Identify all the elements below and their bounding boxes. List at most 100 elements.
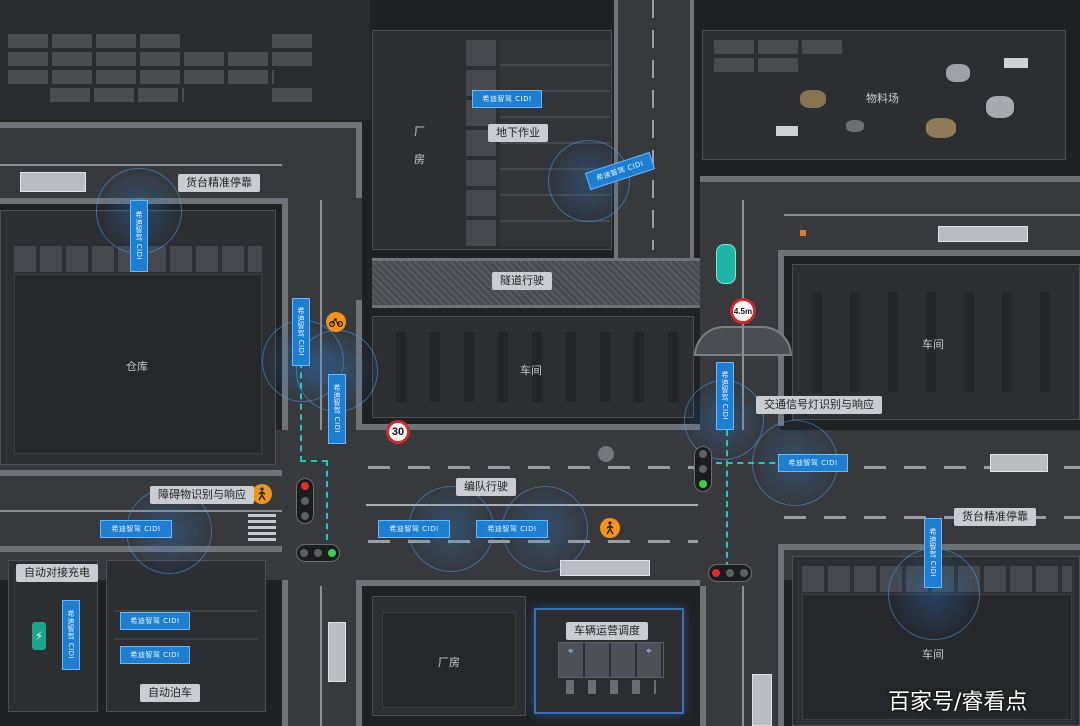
route-dash	[300, 362, 302, 462]
amber-light	[314, 549, 322, 557]
agv-truck: 希迪智驾 CIDI	[120, 612, 190, 630]
yard-vehicle	[776, 126, 798, 136]
material-pile	[986, 96, 1014, 118]
parking-grid	[8, 52, 184, 66]
agv-truck: 希迪智驾 CIDI	[62, 600, 80, 670]
road-curb	[282, 546, 288, 726]
road-vertical-center	[614, 0, 694, 260]
factory-top-label: 厂 房	[414, 125, 425, 166]
traffic-light	[708, 564, 752, 582]
parking-grid	[50, 88, 184, 102]
agv-truck: 希迪智驾 CIDI	[130, 200, 148, 272]
height-limit-sign: 4.5m	[730, 298, 756, 324]
agv-truck: 希迪智驾 CIDI	[472, 90, 542, 108]
conventional-truck	[938, 226, 1028, 242]
parking-grid	[272, 88, 314, 102]
warehouse-interior	[14, 274, 262, 454]
lane-dash	[784, 466, 1080, 469]
agv-truck: 希迪智驾 CIDI	[292, 298, 310, 366]
operator-seats	[566, 680, 656, 694]
road-curb	[690, 0, 694, 260]
lane-line	[320, 586, 322, 726]
material-pile	[946, 64, 970, 82]
lane-line	[0, 164, 282, 166]
workshop-right-label: 车间	[922, 338, 944, 351]
road-curb	[778, 544, 784, 726]
pedestrian-icon	[252, 484, 272, 504]
material-yard-label: 物料场	[866, 92, 899, 105]
dispatch-screens	[558, 642, 664, 678]
green-light	[328, 549, 336, 557]
label-platoon-driving: 编队行驶	[456, 478, 516, 496]
yard-vehicle	[1004, 58, 1028, 68]
lane-dash	[368, 466, 698, 469]
red-light	[699, 450, 707, 459]
route-dash	[326, 460, 328, 540]
lane-line	[742, 586, 744, 726]
agv-truck: 希迪智驾 CIDI	[924, 518, 942, 588]
road-curb	[614, 0, 618, 260]
parking-grid	[714, 40, 844, 54]
charging-area	[8, 560, 98, 712]
traffic-light	[694, 446, 712, 492]
factory-bottom-label: 厂房	[438, 656, 460, 669]
traffic-light	[296, 478, 314, 524]
speed-limit-sign: 30	[386, 420, 410, 444]
factory-bottom-interior	[382, 612, 516, 708]
agv-truck: 希迪智驾 CIDI	[100, 520, 172, 538]
conventional-truck	[752, 674, 772, 726]
road-curb	[778, 250, 1080, 256]
factory-loading-bays	[466, 40, 496, 246]
lane-line	[320, 200, 322, 430]
route-dash	[726, 430, 728, 568]
agv-truck: 希迪智驾 CIDI	[476, 520, 548, 538]
route-dash	[716, 462, 786, 464]
road-curb	[356, 586, 362, 726]
green-light	[699, 479, 707, 488]
amber-light	[726, 569, 734, 577]
location-pin-icon: ⌖	[568, 646, 574, 657]
label-vehicle-dispatch: 车辆运营调度	[566, 622, 648, 640]
lane-dash	[652, 0, 654, 250]
road-curb	[356, 122, 362, 260]
road-curb	[0, 122, 362, 128]
green-light	[740, 569, 748, 577]
label-precise-docking-bottom: 货台精准停靠	[954, 508, 1036, 526]
label-traffic-signal: 交通信号灯识别与响应	[756, 396, 882, 414]
red-light	[300, 549, 308, 557]
lane-dash	[784, 516, 1080, 519]
workshop-columns	[396, 332, 686, 402]
conventional-truck	[560, 560, 650, 576]
road-curb	[356, 424, 700, 430]
green-light	[301, 511, 309, 520]
conventional-truck	[328, 622, 346, 682]
parking-grid	[8, 34, 184, 48]
material-pile	[846, 120, 864, 132]
material-pile	[926, 118, 956, 138]
conventional-truck	[20, 172, 86, 192]
agv-truck: 希迪智驾 CIDI	[120, 646, 190, 664]
label-precise-docking-top: 货台精准停靠	[178, 174, 260, 192]
label-auto-charging: 自动对接充电	[16, 564, 98, 582]
teal-car	[716, 244, 736, 284]
lane-line	[784, 214, 1080, 216]
workshop-center-label: 车间	[520, 364, 542, 377]
label-tunnel-driving: 隧道行驶	[492, 272, 552, 290]
label-obstacle-response: 障碍物识别与响应	[150, 486, 254, 504]
red-light	[712, 569, 720, 577]
amber-light	[699, 464, 707, 473]
agv-truck: 希迪智驾 CIDI	[716, 362, 734, 430]
road-curb	[356, 580, 714, 586]
agv-truck: 希迪智驾 CIDI	[378, 520, 450, 538]
conventional-truck	[990, 454, 1048, 472]
parking-grid	[8, 70, 184, 84]
crosswalk	[248, 514, 276, 542]
road-curb	[700, 586, 706, 726]
agv-truck: 希迪智驾 CIDI	[778, 454, 848, 472]
traffic-light	[296, 544, 340, 562]
parking-grid	[272, 34, 314, 48]
road-curb	[0, 470, 282, 476]
parking-grid	[184, 52, 314, 66]
traffic-cone	[800, 230, 806, 236]
agv-truck: 希迪智驾 CIDI	[328, 374, 346, 444]
